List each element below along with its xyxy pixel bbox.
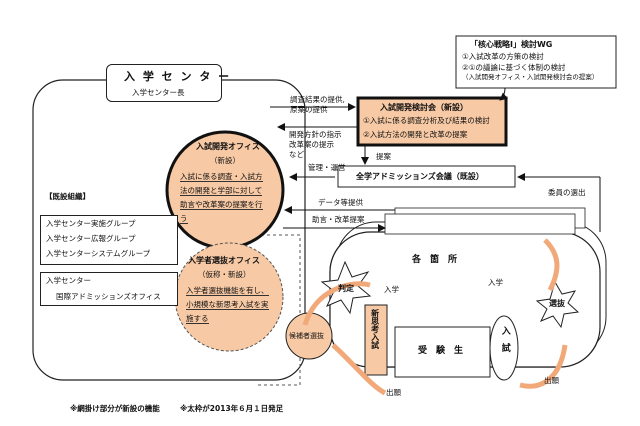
selection-office-circle bbox=[174, 242, 284, 352]
existing-group-1: 入学センター実施グループ bbox=[46, 219, 136, 228]
label-proposal-draft: 原案の提供 bbox=[290, 105, 328, 114]
strategy-wg-shape bbox=[455, 35, 617, 89]
strategy-wg-line3: （入試開発オフィス・入試開発検討会の提案） bbox=[462, 73, 599, 81]
dev-office-desc-1: 入試に係る調査・入試方 bbox=[180, 172, 263, 182]
new-thinking-shape bbox=[364, 304, 388, 376]
label-dev-policy-3: など bbox=[289, 150, 304, 159]
dev-office-status: （新設） bbox=[210, 156, 240, 165]
footnote-2: ※太枠が2013年６月１日発足 bbox=[180, 404, 284, 413]
curve-arrow-1 bbox=[302, 281, 371, 326]
label-application-left: 出願 bbox=[386, 388, 401, 397]
existing-org-title: 【既設組織】 bbox=[45, 192, 90, 201]
candidate-selection-label: 候補者選抜 bbox=[289, 332, 324, 340]
judgement-label: 判定 bbox=[338, 284, 354, 293]
selection-office-desc-3: 施する bbox=[186, 314, 209, 324]
curve-arrow-2 bbox=[331, 343, 387, 396]
existing-group-2: 入学センター広報グループ bbox=[46, 234, 136, 243]
dev-office-desc-4: う bbox=[180, 214, 188, 224]
label-application-right: 出願 bbox=[544, 376, 559, 385]
selection-office-status: （仮称・新設） bbox=[198, 270, 251, 279]
label-survey-result: 調査結果の提供, bbox=[290, 95, 345, 104]
label-data-provide: データ等提供 bbox=[318, 198, 363, 207]
label-admission-right: 入学 bbox=[488, 278, 503, 287]
footnote-1: ※網掛け部分が新設の機能 bbox=[70, 404, 160, 413]
exam-oval bbox=[489, 315, 519, 381]
existing-group-3: 入学センターシステムグループ bbox=[46, 249, 151, 258]
selection-office-desc-1: 入学者選抜機能を有し、 bbox=[186, 286, 269, 296]
selection-label: 選抜 bbox=[549, 299, 565, 308]
new-thinking-title: 新思考入試 bbox=[370, 309, 380, 349]
curve-arrow-4 bbox=[519, 344, 568, 389]
intl-office-box bbox=[40, 272, 178, 306]
label-admission-left: 入学 bbox=[384, 285, 399, 294]
intl-office-line1: 入学センター bbox=[46, 276, 91, 285]
faculties-title: 各 箇 所 bbox=[412, 255, 458, 265]
selection-office-title: 入学者選抜オフィス bbox=[188, 256, 260, 265]
label-management: 管理・運営 bbox=[308, 163, 346, 172]
all-admissions-title: 全学アドミッションズ会議（既設） bbox=[356, 172, 484, 181]
intl-office-line2: 国際アドミッションズオフィス bbox=[56, 292, 161, 301]
strategy-wg-line1: ①入試改革の方策の検討 bbox=[462, 52, 544, 61]
existing-groups-box bbox=[40, 215, 178, 265]
stack-sheet-2 bbox=[384, 213, 576, 235]
label-dev-policy-1: 開発方針の指示 bbox=[289, 130, 342, 139]
label-proposal: 提案 bbox=[376, 152, 391, 161]
applicant-box-shape bbox=[394, 326, 491, 378]
label-member-dispatch: 委員の選出 bbox=[548, 188, 586, 197]
strategy-wg-line2: ②①の議論に基づく体制の検討 bbox=[462, 63, 566, 72]
all-admissions-shape bbox=[337, 165, 516, 188]
label-dev-policy-2: 改革案の提示 bbox=[289, 140, 334, 149]
admission-center-title-box bbox=[106, 64, 222, 102]
strategy-wg-title: 「核心戦略Ⅰ」検討WG bbox=[470, 40, 553, 49]
selection-office-desc-2: 小規模な新思考入試を実 bbox=[186, 300, 269, 310]
dev-council-line2: ②入試方法の開発と改革の提案 bbox=[363, 130, 468, 139]
dev-office-desc-3: 助言や改革案の提案を行 bbox=[180, 200, 263, 210]
curve-arrow-3 bbox=[543, 238, 560, 292]
dev-council-shape bbox=[356, 96, 508, 147]
admission-center-title: 入 学 セ ン タ ー bbox=[124, 70, 232, 83]
dev-council-title: 入試開発検討会（新設） bbox=[380, 103, 468, 112]
dashed-boundary bbox=[255, 234, 301, 386]
wg-arrow bbox=[499, 87, 508, 101]
exam-title: 入試 bbox=[499, 326, 510, 360]
dev-council-line1: ①入試に係る調査分析及び結果の検討 bbox=[363, 116, 490, 125]
dev-office-title: 入試開発オフィス bbox=[196, 142, 260, 151]
admission-center-director: 入学センター長 bbox=[132, 88, 185, 97]
label-advice: 助言・改革提案 bbox=[312, 215, 365, 224]
dev-office-desc-2: 法の開発と学部に対して bbox=[180, 186, 263, 196]
applicants-title: 受 験 生 bbox=[418, 346, 464, 356]
selection-star bbox=[535, 280, 580, 329]
